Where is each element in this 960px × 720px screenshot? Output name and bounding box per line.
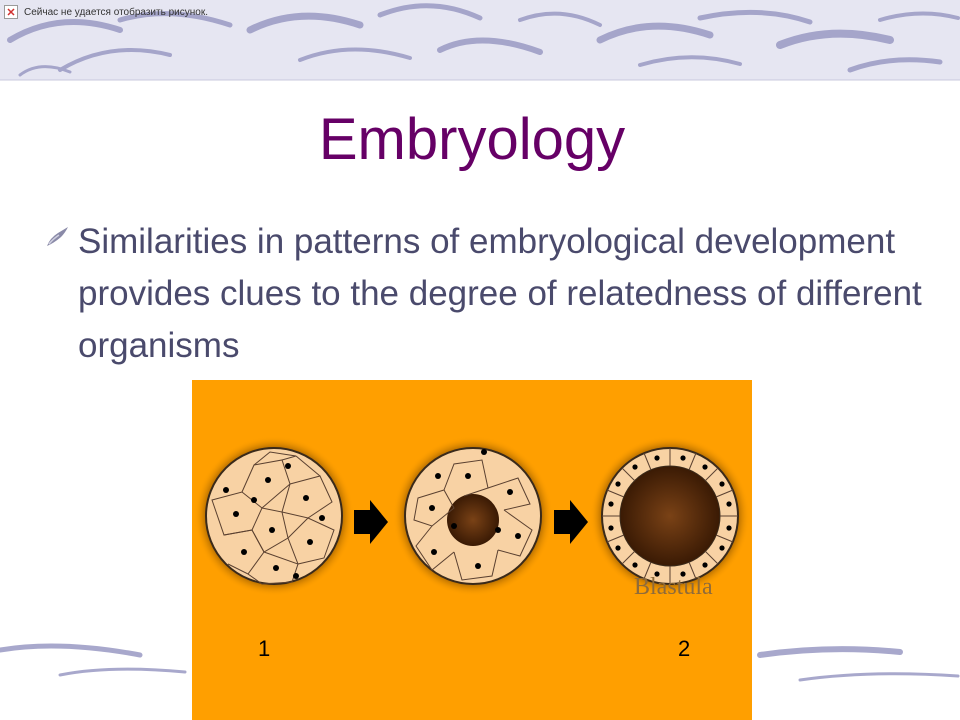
bullet-brush-icon: [47, 227, 68, 246]
blastula-caption: Blastula: [634, 574, 713, 600]
blastula-stage: [590, 436, 750, 596]
slide-title: Embryology: [318, 107, 626, 172]
early-blastula-stage: [393, 436, 553, 596]
embryo-development-figure: Blastula 1 2: [192, 380, 752, 720]
arrow-right-icon: [354, 500, 388, 544]
morula-stage: [194, 436, 354, 596]
bullet-text: Similarities in patterns of embryologica…: [78, 222, 922, 365]
stage-2-label: 2: [678, 636, 691, 661]
broken-image-icon: [4, 5, 18, 19]
arrow-right-icon: [554, 500, 588, 544]
bullet-item: Similarities in patterns of embryologica…: [44, 216, 924, 372]
broken-image-alt-text: Сейчас не удается отобразить рисунок.: [24, 6, 208, 18]
stage-1-label: 1: [258, 636, 271, 661]
broken-image-placeholder: Сейчас не удается отобразить рисунок.: [4, 4, 224, 20]
